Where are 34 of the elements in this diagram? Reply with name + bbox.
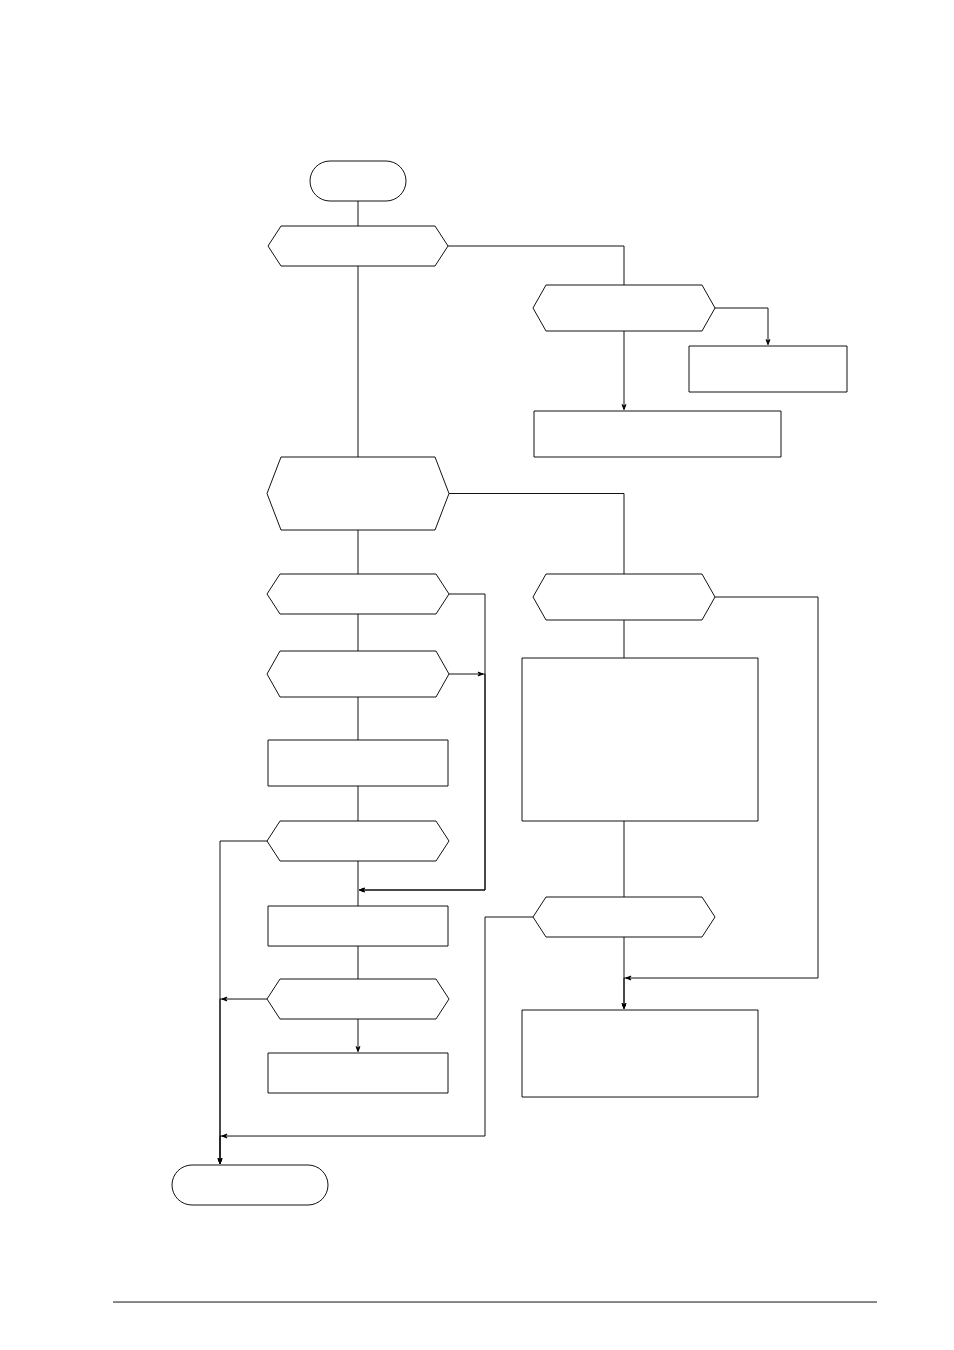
arrow <box>217 996 268 1165</box>
decision-hexagon <box>267 225 449 267</box>
connector-line <box>357 529 359 575</box>
decision-hexagon <box>532 573 716 621</box>
decision-hexagon <box>532 284 716 332</box>
arrow <box>621 936 627 1010</box>
process-box <box>521 1009 759 1098</box>
process-box <box>688 345 848 393</box>
arrow <box>358 671 486 893</box>
process-box <box>267 1052 449 1094</box>
connector-line <box>357 696 359 741</box>
decision-hexagon <box>532 896 716 938</box>
process-box <box>267 739 449 787</box>
process-box <box>267 905 449 947</box>
decision-hexagon <box>266 650 450 698</box>
connector-line <box>357 860 359 907</box>
connector-line <box>357 613 359 652</box>
decision-hexagon <box>266 820 450 862</box>
connector-line <box>623 820 625 898</box>
connector-line <box>623 619 625 659</box>
connector-line <box>447 245 625 286</box>
connector-line <box>357 785 359 822</box>
connector-line <box>357 200 359 227</box>
connector-line <box>357 265 359 458</box>
connector-line <box>357 945 359 980</box>
arrow <box>355 1018 361 1053</box>
process-box <box>521 657 759 822</box>
decision-hexagon <box>266 978 450 1020</box>
arrow <box>621 330 627 411</box>
decision-hexagon <box>266 456 450 531</box>
connector-line <box>448 493 625 575</box>
arrow <box>714 307 771 346</box>
decision-hexagon <box>266 573 450 615</box>
process-box <box>533 410 782 458</box>
